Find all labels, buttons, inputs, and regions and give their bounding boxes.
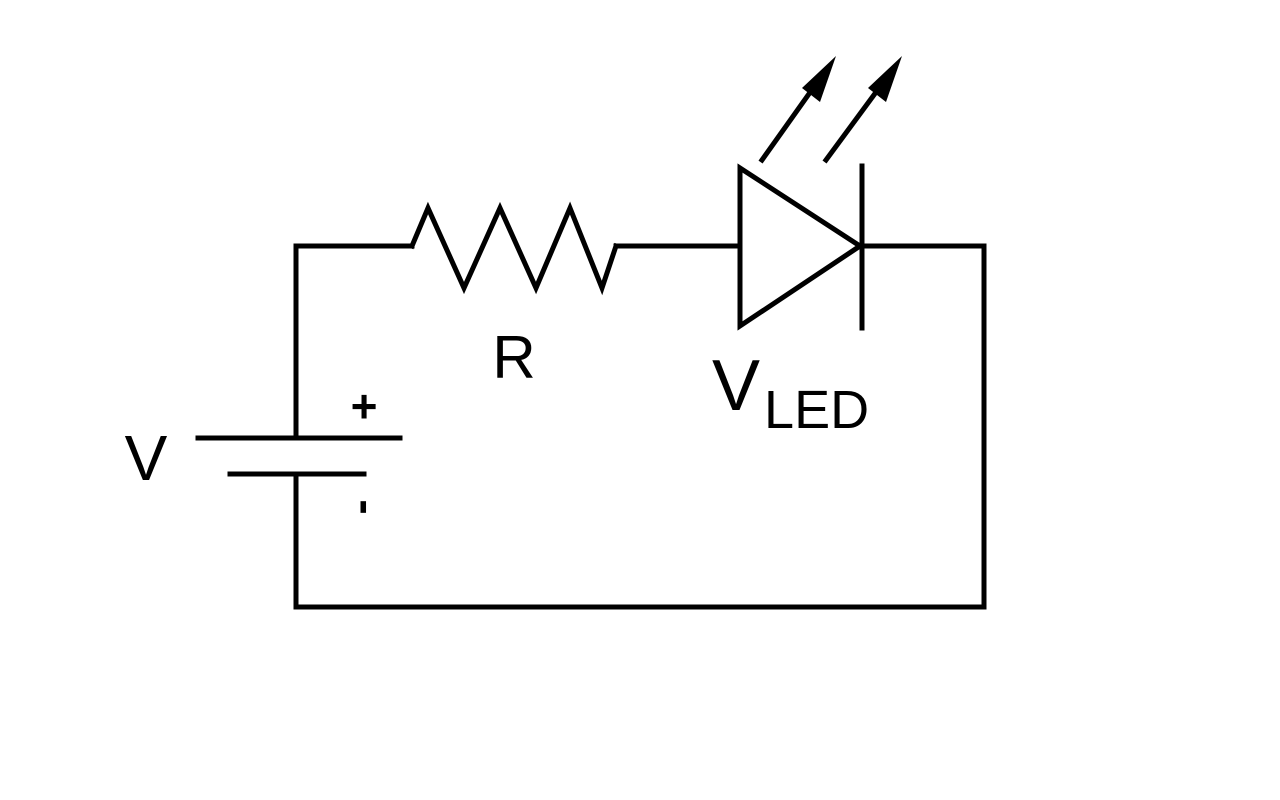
- led-voltage-label-main: V: [712, 346, 760, 426]
- emission-arrow-1-shaft: [758, 80, 820, 164]
- led-voltage-label-subscript: LED: [764, 380, 869, 440]
- led-voltage-label: VLED: [712, 346, 869, 440]
- led-diode-icon: [737, 163, 865, 331]
- battery-symbol: [195, 435, 403, 477]
- circuit-wires: [293, 243, 987, 610]
- emission-arrow-2-head: [868, 56, 902, 102]
- resistor-symbol: [408, 201, 620, 296]
- battery-minus-sign: -: [341, 499, 393, 514]
- battery-voltage-label: V: [125, 422, 168, 494]
- battery-plus-sign: +: [351, 380, 378, 432]
- emission-arrow-2-shaft: [822, 80, 886, 164]
- emission-arrow-1-head: [802, 56, 836, 102]
- resistor-zigzag: [408, 201, 620, 296]
- led-triangle: [737, 163, 865, 331]
- wire-right-and-bottom: [293, 243, 987, 610]
- resistor-label: R: [492, 324, 535, 391]
- wire-left-upper: [293, 243, 415, 441]
- light-emission-arrows-icon: [758, 56, 902, 164]
